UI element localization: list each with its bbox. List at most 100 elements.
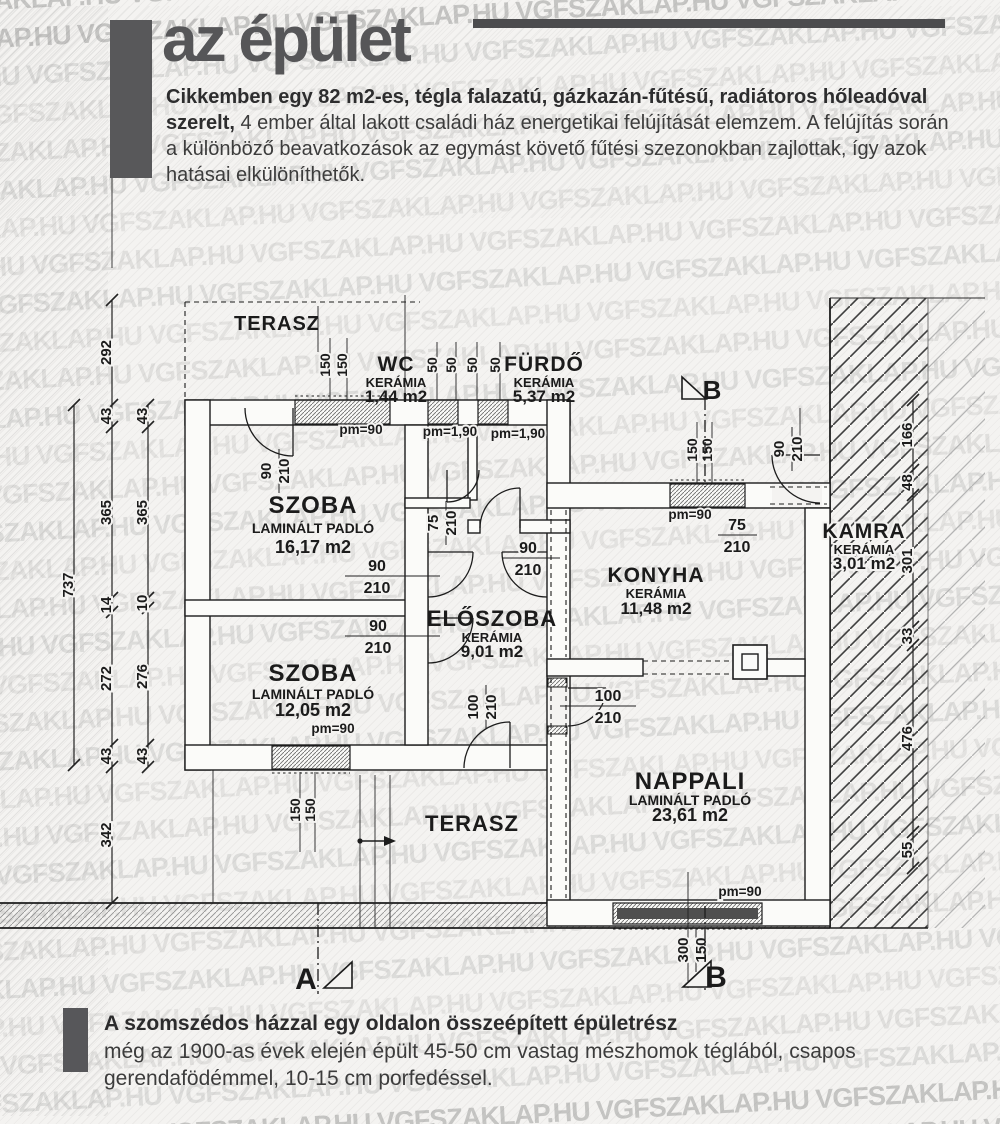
section-letter: B: [705, 961, 727, 994]
section-triangle: [321, 960, 353, 989]
window-furdo: [477, 399, 509, 425]
section-letter: A: [295, 963, 317, 996]
dim-label: 150: [287, 798, 303, 822]
room-name: NAPPALI: [635, 768, 746, 795]
door-jamb-top: [547, 677, 568, 688]
section-marker-a: A: [295, 903, 353, 996]
dim-label: 150: [693, 937, 710, 962]
room-area: 11,48 m2: [621, 599, 692, 618]
dim-label: 33: [899, 628, 916, 645]
room-area: 9,01 m2: [461, 642, 523, 661]
parapet-height-label: pm=1,90: [491, 426, 545, 441]
door-dim-width: 90: [369, 618, 387, 635]
page-title: az épület: [162, 3, 412, 75]
room-floor-type: KERÁMIA: [366, 375, 427, 390]
dim-label: 150: [302, 798, 318, 822]
room-name: TERASZ: [425, 811, 519, 836]
dim-label: 166: [899, 422, 916, 447]
room-name: ELŐSZOBA: [427, 606, 557, 631]
dim-label: 737: [60, 572, 77, 597]
door-jamb-bottom: [547, 725, 568, 735]
window-konyha: [669, 483, 746, 508]
dim-label: 210: [443, 510, 460, 535]
room-floor-type: KERÁMIA: [462, 630, 523, 645]
dim-label: 75: [425, 515, 442, 532]
section-marker-b: B: [680, 906, 727, 994]
dim-label: 300: [675, 937, 692, 962]
room-floor-type: KERÁMIA: [626, 586, 687, 601]
dim-label: 43: [98, 748, 115, 765]
room-area: 12,05 m2: [275, 700, 351, 720]
room-floor-type: KERÁMIA: [834, 542, 895, 557]
dim-label: 150: [334, 353, 350, 377]
dim-label: 90: [258, 463, 275, 480]
door-wc: [446, 469, 480, 503]
room-label: TERASZ: [234, 313, 320, 335]
dim-label: 342: [98, 822, 115, 847]
window-szoba-bottom: [271, 745, 351, 770]
door-dim-width: 90: [368, 558, 386, 575]
dashed-wall-lines: [550, 486, 827, 898]
door-dim-width: 90: [519, 540, 537, 557]
window-nappali-core: [617, 908, 758, 919]
dim-label: 272: [98, 666, 115, 691]
dim-label: 301: [899, 548, 916, 573]
dim-label: 55: [899, 842, 916, 859]
terrace-bottom: [212, 770, 396, 928]
neighbor-wall-hatch: [829, 297, 985, 929]
room-area: 5,37 m2: [513, 387, 575, 406]
footer-lead-bold: A szomszédos házzal egy oldalon összeépí…: [104, 1012, 678, 1035]
windows-layer: [271, 395, 763, 930]
door-eloszoba-szoba12: [427, 617, 474, 664]
dim-label: 14: [98, 596, 115, 613]
title-accent-bar: [110, 20, 152, 178]
door-dim-width: 100: [595, 688, 622, 705]
dim-label: 10: [134, 595, 151, 612]
room-area: 1,44 m2: [365, 387, 427, 406]
room-name: WC: [378, 353, 415, 376]
door-dim-width: 75: [728, 517, 746, 534]
dim-label: 50: [443, 357, 459, 373]
dim-label: 150: [317, 353, 333, 377]
door-nappali-entry: [567, 687, 607, 727]
room-name: SZOBA: [269, 660, 358, 687]
dim-label: 150: [684, 438, 700, 462]
terrace-top-outline: [184, 301, 420, 398]
left-hatch-texture: [0, 6, 108, 1116]
dim-label: 292: [98, 340, 115, 365]
dim-label: 50: [464, 357, 480, 373]
room-name: TERASZ: [234, 313, 320, 335]
intro-lead-bold: Cikkemben egy 82 m2-es, tégla falazatú, …: [166, 86, 928, 134]
door-furdo: [479, 487, 521, 529]
room-name: KONYHA: [607, 564, 704, 587]
parapet-height-label: pm=90: [718, 884, 761, 899]
dim-label: 48: [899, 474, 916, 491]
door-opening-nappali: [548, 686, 569, 728]
dim-label: 476: [899, 726, 916, 751]
chimney: [732, 644, 768, 680]
door-dim-height: 210: [365, 640, 392, 657]
dim-label: 210: [483, 694, 500, 719]
door-eloszoba-konyha: [501, 551, 548, 598]
dimension-labels: 7372924336514272433424336510276431664830…: [58, 293, 920, 988]
dim-label: 43: [98, 408, 115, 425]
room-floor-type: LAMINÁLT PADLÓ: [252, 519, 374, 536]
section-marker-b: B: [681, 375, 721, 487]
door-dim-height: 210: [595, 710, 622, 727]
parapet-height-label: pm=90: [339, 422, 382, 437]
dim-label: 365: [134, 500, 151, 525]
dim-label: 43: [134, 408, 151, 425]
door-opening-kamra: [772, 484, 822, 507]
dim-label: 50: [487, 357, 503, 373]
doors-layer: [244, 407, 821, 769]
dim-label: 100: [465, 694, 482, 719]
entry-arrow-head: [384, 836, 396, 846]
room-name: SZOBA: [269, 492, 358, 519]
